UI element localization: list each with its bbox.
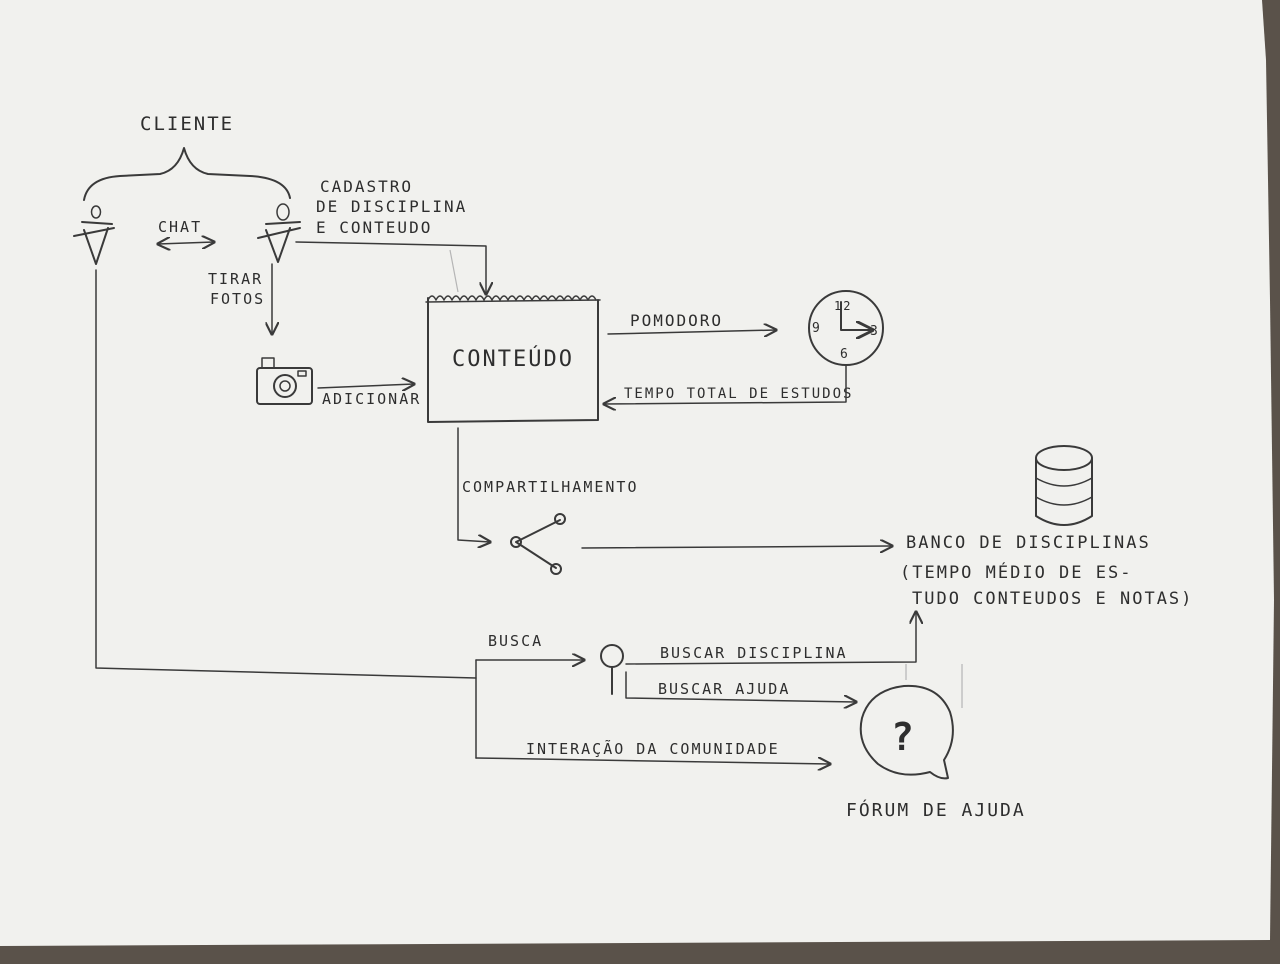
pomodoro-arrow — [607, 330, 776, 334]
database-icon — [1035, 445, 1093, 526]
tempo-total-arrow — [604, 365, 847, 404]
tirar-label: TIRAR — [208, 270, 263, 288]
conteudo-label: CONTEÚDO — [452, 346, 574, 372]
conteudo-notepad — [425, 295, 601, 423]
adicionar-arrow — [317, 384, 414, 388]
search-icon — [600, 644, 624, 695]
tempo-total-label: TEMPO TOTAL DE ESTUDOS — [624, 386, 853, 402]
fotos-label: FOTOS — [210, 290, 265, 308]
buscar-disciplina-label: BUSCAR DISCIPLINA — [660, 644, 848, 662]
pomodoro-label: POMODORO — [630, 311, 723, 330]
question-mark: ? — [891, 715, 916, 759]
cadastro-label-line2: DE DISCIPLINA — [316, 197, 467, 216]
cadastro-label-line1: CADASTRO — [320, 177, 413, 196]
cadastro-arrow — [295, 241, 486, 294]
clock-icon — [808, 290, 884, 366]
chat-label: CHAT — [158, 218, 202, 236]
share-to-banco-arrow — [581, 546, 892, 548]
chat-arrow — [158, 242, 214, 244]
clock-9: 9 — [812, 321, 822, 336]
help-bubble-icon — [859, 684, 954, 780]
forum-label: FÓRUM DE AJUDA — [846, 799, 1026, 821]
clock-12: 12 — [834, 299, 852, 313]
clock-3: 3 — [870, 324, 880, 339]
cliente-brace — [83, 147, 291, 201]
compartilhamento-label: COMPARTILHAMENTO — [462, 478, 639, 496]
interacao-arrow — [475, 758, 830, 764]
buscar-disciplina-arrow — [625, 612, 916, 665]
buscar-ajuda-label: BUSCAR AJUDA — [658, 680, 790, 698]
erased-sketch-lines — [449, 249, 963, 708]
banco-label-line2: (TEMPO MÉDIO DE ES- — [900, 561, 1132, 583]
share-icon — [510, 513, 566, 575]
busca-label: BUSCA — [488, 632, 543, 650]
banco-label-line1: BANCO DE DISCIPLINAS — [906, 533, 1151, 553]
cliente-label: CLIENTE — [140, 113, 234, 135]
cadastro-label-line3: E CONTEUDO — [316, 218, 432, 237]
interacao-label: INTERAÇÃO DA COMUNIDADE — [526, 739, 780, 758]
compartilhamento-arrow — [457, 427, 490, 542]
clock-6: 6 — [840, 347, 850, 362]
paper-sheet — [0, 0, 1274, 946]
notepad-spiral — [427, 295, 597, 301]
person-icon-right — [257, 203, 301, 263]
adicionar-label: ADICIONAR — [322, 390, 421, 408]
person-icon-left — [73, 205, 115, 265]
camera-icon — [256, 357, 313, 405]
cliente-to-busca-line — [95, 269, 477, 679]
buscar-ajuda-arrow — [625, 671, 856, 702]
banco-label-line3: TUDO CONTEUDOS E NOTAS) — [912, 589, 1193, 609]
